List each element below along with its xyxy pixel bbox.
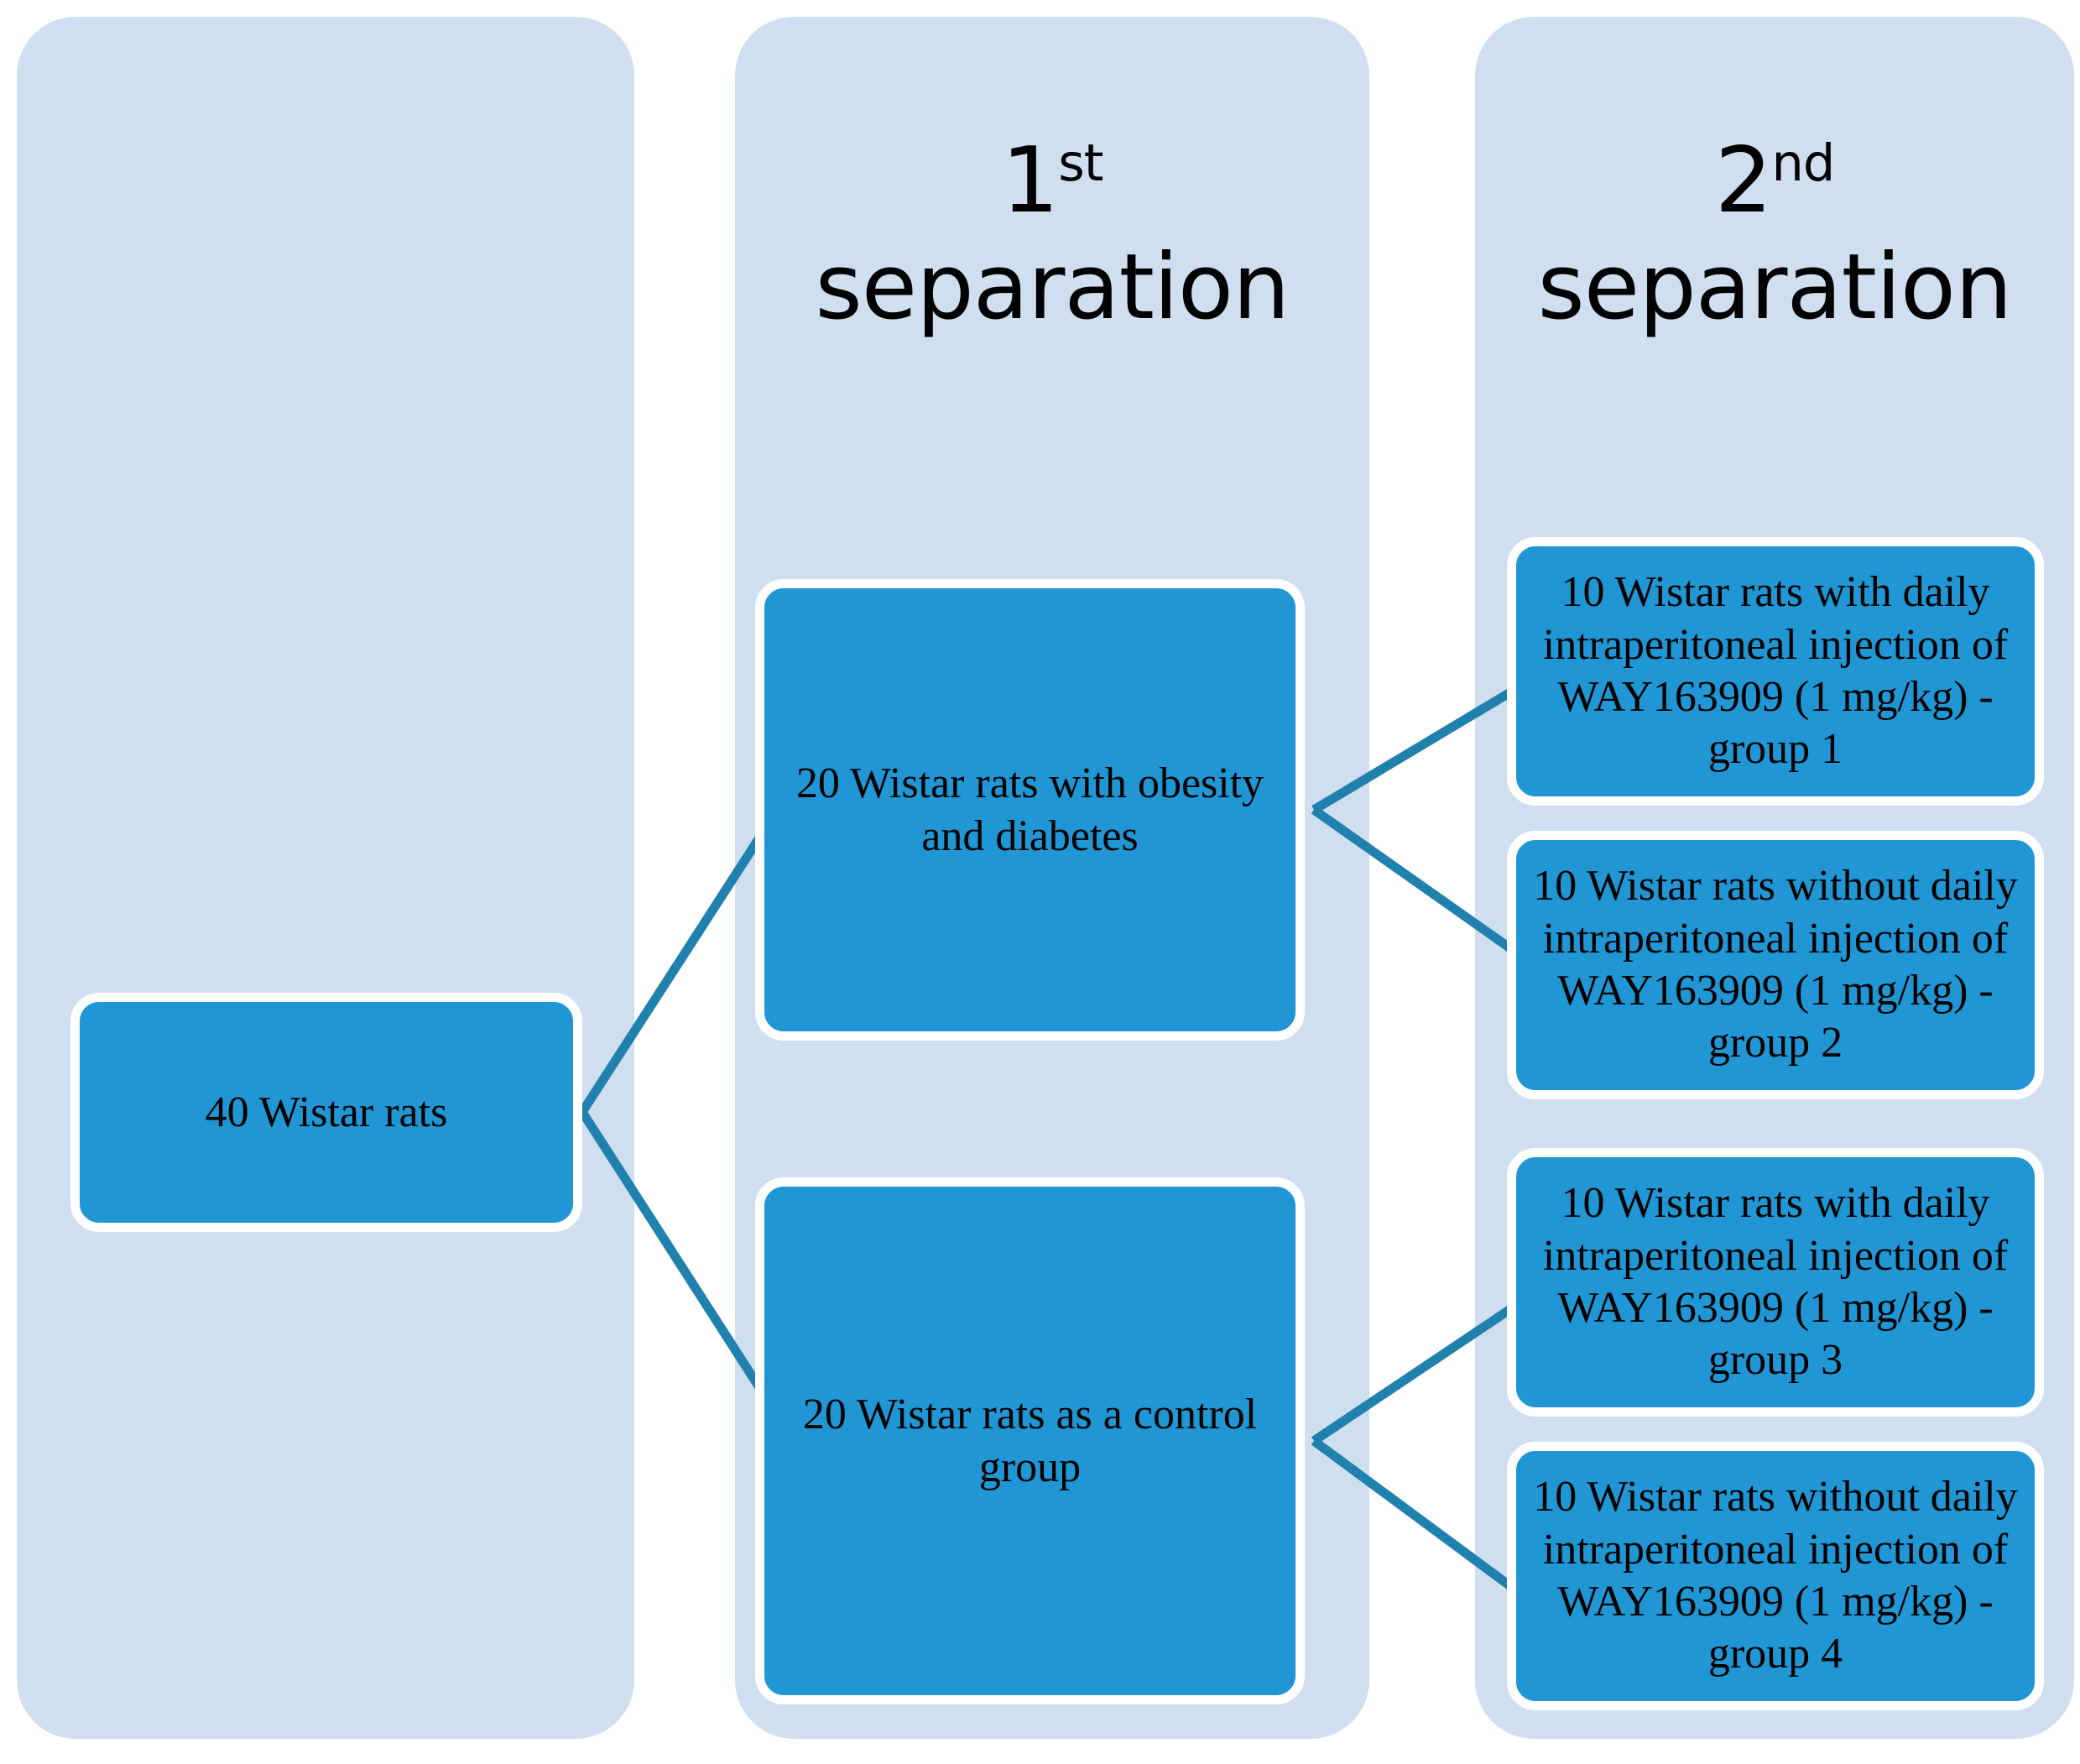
header-ordinal-suffix: nd bbox=[1771, 134, 1836, 193]
header-number: 2 bbox=[1714, 128, 1773, 233]
node-label: 10 Wistar rats with daily intraperitonea… bbox=[1542, 1179, 2009, 1385]
column-header-second-separation: 2nd separation bbox=[1475, 128, 2074, 342]
node-label: 10 Wistar rats without daily intraperito… bbox=[1533, 862, 2018, 1067]
column-panel-baseline bbox=[17, 17, 634, 1739]
node-obese-diabetic-group[interactable]: 20 Wistar rats with obesity and diabetes bbox=[755, 579, 1305, 1041]
node-group-4[interactable]: 10 Wistar rats without daily intraperito… bbox=[1507, 1442, 2044, 1710]
header-word: separation bbox=[815, 235, 1290, 341]
node-group-3[interactable]: 10 Wistar rats with daily intraperitonea… bbox=[1507, 1148, 2044, 1417]
header-number: 1 bbox=[1001, 128, 1060, 233]
node-label: 20 Wistar rats with obesity and diabetes bbox=[795, 759, 1264, 860]
node-label: 20 Wistar rats as a control group bbox=[802, 1390, 1258, 1491]
node-label: 10 Wistar rats without daily intraperito… bbox=[1533, 1473, 2018, 1678]
node-group-2[interactable]: 10 Wistar rats without daily intraperito… bbox=[1507, 831, 2044, 1099]
node-control-group[interactable]: 20 Wistar rats as a control group bbox=[755, 1177, 1305, 1704]
node-label: 10 Wistar rats with daily intraperitonea… bbox=[1542, 568, 2009, 774]
column-header-first-separation: 1st separation bbox=[735, 128, 1369, 342]
header-word: separation bbox=[1537, 235, 2013, 341]
node-label: 40 Wistar rats bbox=[205, 1088, 448, 1136]
header-ordinal-suffix: st bbox=[1058, 134, 1103, 193]
node-root-40-wistar-rats[interactable]: 40 Wistar rats bbox=[70, 993, 582, 1232]
node-group-1[interactable]: 10 Wistar rats with daily intraperitonea… bbox=[1507, 537, 2044, 806]
